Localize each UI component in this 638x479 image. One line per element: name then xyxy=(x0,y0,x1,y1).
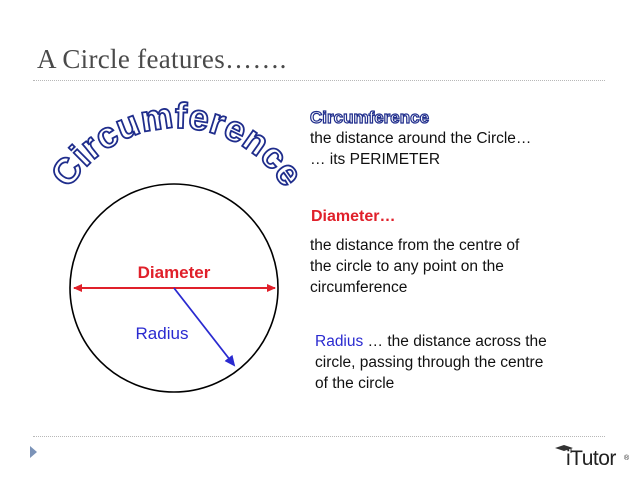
diameter-line-1: the distance from the centre of xyxy=(310,237,520,254)
radius-line-3: of the circle xyxy=(315,375,395,392)
footer-divider xyxy=(33,436,605,437)
title-divider xyxy=(33,80,605,81)
radius-label: Radius xyxy=(136,324,189,343)
radius-line-2: circle, passing through the centre xyxy=(315,354,544,371)
logo-registered-mark: ® xyxy=(624,455,630,462)
circumference-line-1: the distance around the Circle… xyxy=(310,130,532,147)
footer-bullet-icon xyxy=(30,446,37,458)
logo-text: iTutor xyxy=(566,447,616,470)
circumference-arc-text: Circumference xyxy=(42,94,311,193)
itutor-logo-icon xyxy=(555,445,573,453)
radius-arrow xyxy=(173,287,236,367)
circle-outline xyxy=(69,183,279,393)
diameter-line-3: circumference xyxy=(310,279,408,296)
radius-line-1-rest: … the distance across the xyxy=(363,333,547,350)
circumference-line-2: … its PERIMETER xyxy=(310,151,441,168)
circumference-heading: Circumference xyxy=(309,107,430,127)
radius-line-1: Radius … the distance across the xyxy=(315,331,547,352)
radius-word: Radius xyxy=(315,333,364,350)
diameter-label: Diameter xyxy=(138,263,211,282)
diameter-heading: Diameter… xyxy=(311,208,396,225)
slide-title: A Circle features……. xyxy=(37,44,287,74)
diameter-line-2: the circle to any point on the xyxy=(310,258,504,275)
